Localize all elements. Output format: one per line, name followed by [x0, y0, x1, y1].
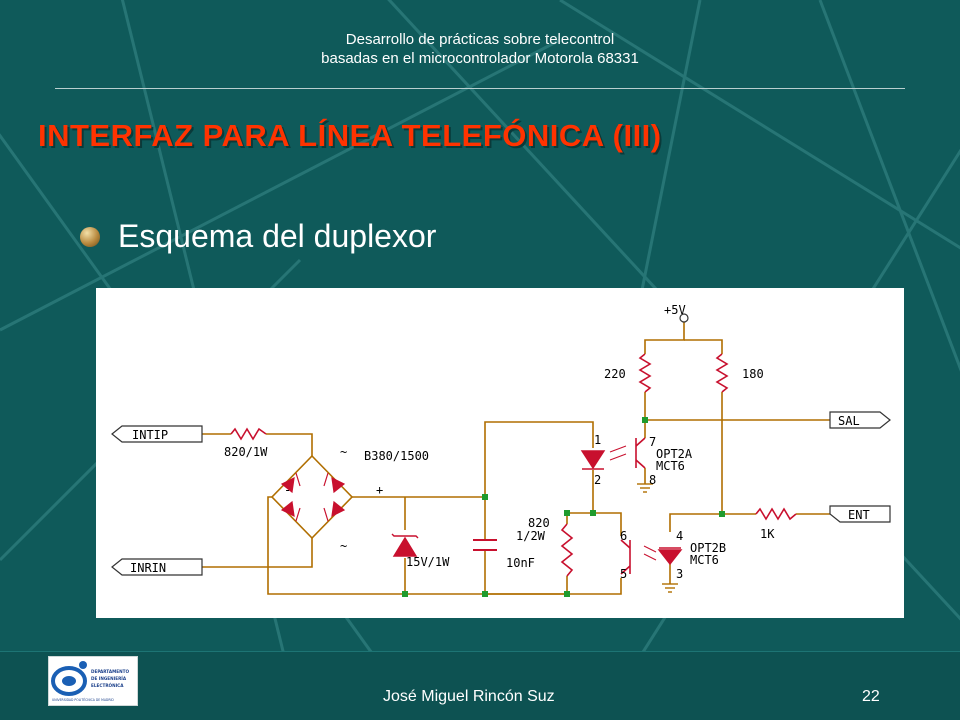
department-logo: DEPARTAMENTO DE INGENIERÍA ELECTRÓNICA U…: [48, 656, 138, 706]
logo-text-4: UNIVERSIDAD POLITÉCNICA DE MADRID: [52, 697, 114, 702]
label-bridge-plus: +: [376, 483, 383, 497]
bullet-text: Esquema del duplexor: [118, 218, 437, 254]
page-number: 22: [862, 688, 880, 705]
label-opt2a: OPT2A: [656, 447, 693, 461]
pin-8: 8: [649, 473, 656, 487]
author-name: José Miguel Rincón Suz: [383, 688, 555, 705]
label-bridge-minus: -: [284, 483, 291, 497]
pin-6: 6: [620, 529, 627, 543]
label-r-line: 820/1W: [224, 445, 268, 459]
label-r-220: 220: [604, 367, 626, 381]
label-capacitor: 10nF: [506, 556, 535, 570]
duplexer-schematic: INTIP INRIN SAL ENT: [96, 288, 904, 618]
label-opt2a-part: MCT6: [656, 459, 685, 473]
port-intip: INTIP: [132, 428, 168, 442]
port-ent: ENT: [848, 508, 870, 522]
pin-5: 5: [620, 567, 627, 581]
label-supply: +5V: [664, 303, 686, 317]
label-r-180: 180: [742, 367, 764, 381]
port-inrin: INRIN: [130, 561, 166, 575]
label-opt2b: OPT2B: [690, 541, 726, 555]
pin-1: 1: [594, 433, 601, 447]
label-r-mid-a: 820: [528, 516, 550, 530]
label-bridge: B380/1500: [364, 449, 429, 463]
label-bridge-ac1: ~: [340, 445, 347, 459]
bullet-item: Esquema del duplexor: [80, 218, 436, 255]
header-divider: [55, 88, 905, 89]
logo-text-1: DEPARTAMENTO: [91, 669, 129, 674]
pin-7: 7: [649, 435, 656, 449]
label-bridge-ac2: ~: [340, 539, 347, 553]
label-zener: 15V/1W: [406, 555, 450, 569]
pin-3: 3: [676, 567, 683, 581]
label-r-mid-b: 1/2W: [516, 529, 546, 543]
slide-title: INTERFAZ PARA LÍNEA TELEFÓNICA (III): [38, 118, 662, 153]
bullet-sphere-icon: [80, 226, 100, 247]
logo-text-2: DE INGENIERÍA: [91, 676, 127, 681]
header-line-2: basadas en el microcontrolador Motorola …: [321, 50, 639, 67]
header-line-1: Desarrollo de prácticas sobre telecontro…: [345, 31, 615, 48]
pin-4: 4: [676, 529, 683, 543]
footer: [0, 652, 960, 720]
pin-2: 2: [594, 473, 601, 487]
label-opt2b-part: MCT6: [690, 553, 719, 567]
label-r-1k: 1K: [760, 527, 775, 541]
logo-text-3: ELECTRÓNICA: [91, 683, 124, 688]
port-sal: SAL: [838, 414, 860, 428]
presentation-header: Desarrollo de prácticas sobre telecontro…: [0, 30, 960, 68]
